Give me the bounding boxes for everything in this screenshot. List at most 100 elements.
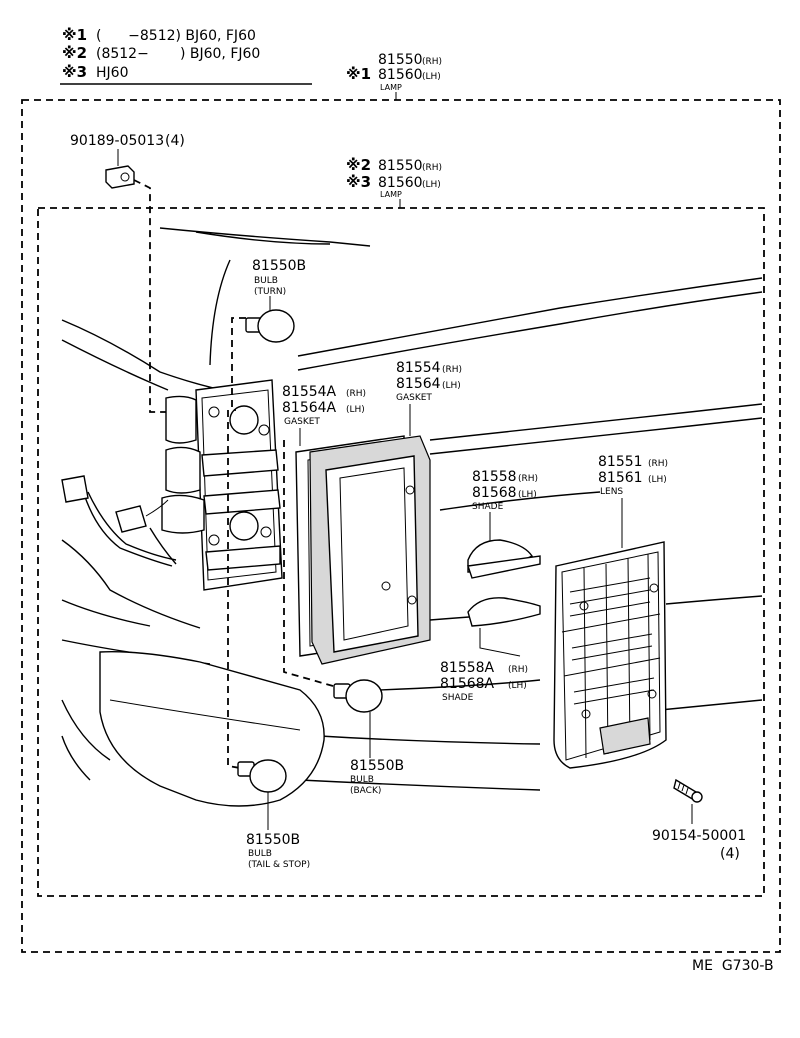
body-line-6 <box>297 277 763 357</box>
socket-turn <box>229 405 259 435</box>
screw-part: 90154-50001 (4) <box>652 778 746 862</box>
legend-mark-1: ※1 <box>62 26 87 44</box>
inner-lamp-label: ※2 81550 (RH) ※3 81560 (LH) LAMP <box>346 156 442 208</box>
rear-socket-1 <box>165 395 197 444</box>
outer-lamp-num-lh: 81560 <box>378 67 423 83</box>
gasket-hole-2 <box>407 595 417 605</box>
shade-a-icon <box>467 597 541 627</box>
wire-3 <box>149 527 177 565</box>
screw-head <box>691 791 703 803</box>
inner-lamp-num-rh: 81550 <box>378 158 423 174</box>
body-line-12 <box>61 599 151 627</box>
lens-hole-4 <box>647 689 657 699</box>
inner-lamp-boundary <box>37 207 765 897</box>
inner-lamp-rh: (RH) <box>422 163 442 173</box>
outer-lamp-name: LAMP <box>380 83 402 92</box>
lens-hole-3 <box>581 709 591 719</box>
drawing-code: ME G730-B <box>692 958 774 974</box>
legend-text-1: ( −8512) BJ60, FJ60 <box>96 28 256 44</box>
shade-name: SHADE <box>472 502 504 512</box>
shade-num-lh: 81568 <box>472 485 517 501</box>
shade-lip <box>467 555 541 579</box>
body-line-2 <box>195 231 331 245</box>
outer-lamp-num-rh: 81550 <box>378 52 423 68</box>
inner-lamp-name: LAMP <box>380 190 402 199</box>
gasket-a-name: GASKET <box>284 417 320 427</box>
outer-lamp-note: ※1 <box>346 65 371 83</box>
gasket-a-rh: (RH) <box>346 389 366 399</box>
legend-mark-2: ※2 <box>62 44 87 62</box>
wire-2 <box>87 491 177 561</box>
lens-hole-1 <box>579 601 589 611</box>
inner-lamp-lh: (LH) <box>422 180 441 190</box>
lens-num-lh: 81561 <box>598 470 643 486</box>
bulb-turn-icon <box>257 309 295 343</box>
shade-a-part: 81558A (RH) 81568A (LH) SHADE <box>440 597 541 703</box>
gasket-hole-3 <box>381 581 391 591</box>
inner-lamp-num-lh: 81560 <box>378 175 423 191</box>
bulb-turn-sub: (TURN) <box>254 287 286 297</box>
lens-reflector <box>599 717 651 755</box>
screw-qty: (4) <box>720 846 740 862</box>
gasket-lh: (LH) <box>442 381 461 391</box>
bulb-back-num: 81550B <box>350 758 404 774</box>
body-line-17 <box>379 679 541 691</box>
shade-rh: (RH) <box>518 474 538 484</box>
body-line-15 <box>61 735 91 781</box>
bulb-turn-name: BULB <box>254 276 278 286</box>
body-line-5 <box>61 339 169 391</box>
gasket-part: 81554 (RH) 81564 (LH) GASKET <box>309 360 462 665</box>
gasket-rh: (RH) <box>442 365 462 375</box>
bulb-turn-path <box>231 317 246 411</box>
shade-a-name: SHADE <box>442 693 474 703</box>
lens-grid-v <box>583 553 651 759</box>
outer-lamp-rh: (RH) <box>422 57 442 67</box>
bulb-turn-part: 81550B BULB (TURN) <box>231 258 306 411</box>
shade-a-lh: (LH) <box>508 681 527 691</box>
gasket-hole-1 <box>405 485 415 495</box>
lens-lh: (LH) <box>648 475 667 485</box>
lens-icon <box>553 541 667 769</box>
bulb-tail-icon <box>249 759 287 793</box>
housing-hole-1 <box>208 406 220 418</box>
lens-section-1 <box>561 613 661 633</box>
connector-2 <box>115 505 147 533</box>
outer-lamp-label: 81550 (RH) ※1 81560 (LH) LAMP <box>346 52 442 100</box>
screw-thread <box>677 782 689 795</box>
body-line-11 <box>61 539 201 629</box>
legend-text-2: (8512− ) BJ60, FJ60 <box>96 46 260 62</box>
screw-num: 90154-50001 <box>652 828 746 844</box>
body-line-21 <box>665 595 763 605</box>
gasket-a-lh: (LH) <box>346 405 365 415</box>
bulb-back-name: BULB <box>350 775 374 785</box>
lamp-housing <box>161 379 283 591</box>
housing-hole-4 <box>260 526 272 538</box>
clip-icon <box>105 165 135 189</box>
socket-tail <box>229 511 259 541</box>
lens-section-2 <box>563 657 661 677</box>
body-line-9 <box>429 417 763 455</box>
wire-harness <box>61 475 177 567</box>
gasket-num-lh: 81564 <box>396 376 441 392</box>
lens-hole-2 <box>649 583 659 593</box>
body-line-3 <box>61 319 233 393</box>
inner-lamp-note-lh: ※3 <box>346 173 371 191</box>
gasket-num-rh: 81554 <box>396 360 441 376</box>
body-line-14 <box>61 699 111 761</box>
legend-mark-3: ※3 <box>62 63 87 81</box>
lens-inner <box>561 551 661 761</box>
outer-lamp-lh: (LH) <box>422 72 441 82</box>
housing-hole-3 <box>208 534 220 546</box>
gasket-a-num-lh: 81564A <box>282 400 337 416</box>
bulb-back-path <box>283 440 341 689</box>
shade-a-leader <box>479 628 521 657</box>
housing-hole-2 <box>258 424 270 436</box>
lamp-housing-inner <box>201 389 277 581</box>
wire-4 <box>145 499 169 517</box>
clip-hole <box>120 172 130 182</box>
bulb-back-icon <box>345 679 383 713</box>
body-line-8 <box>429 403 763 441</box>
wire-1 <box>83 493 173 567</box>
housing-divider-3 <box>205 545 281 571</box>
